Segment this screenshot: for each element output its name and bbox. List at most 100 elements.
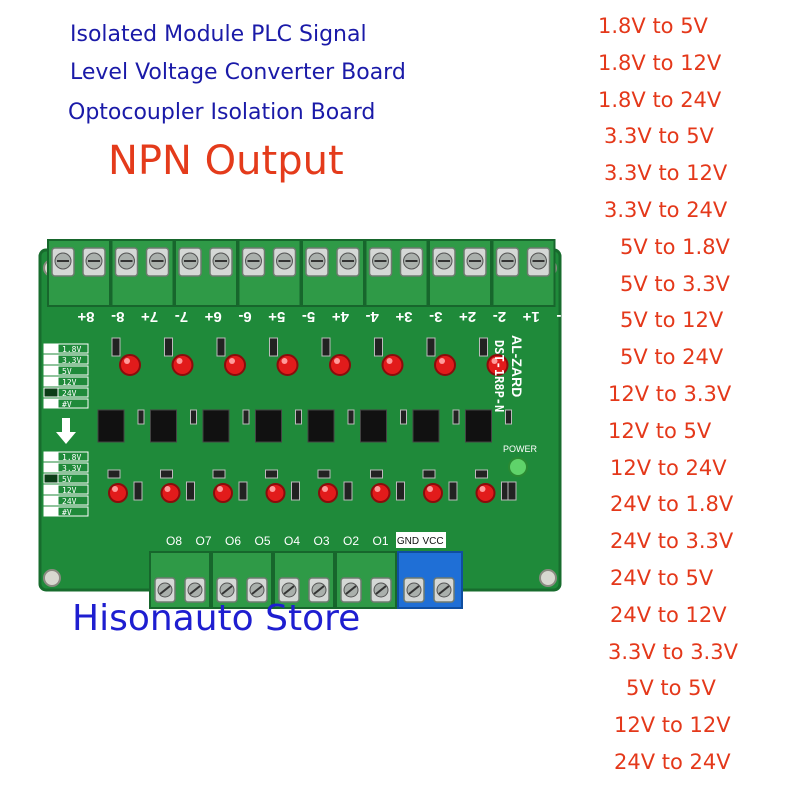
resistor (242, 409, 250, 425)
power-label-bg (396, 532, 446, 548)
resistor (269, 337, 278, 357)
red-led (329, 354, 351, 376)
resistor (396, 481, 405, 501)
red-led (423, 483, 443, 503)
resistor (374, 337, 383, 357)
input-label: 1+ (522, 308, 539, 325)
resistor (186, 481, 195, 501)
selector-box (43, 506, 59, 517)
input-label: 1- (556, 308, 569, 325)
optocoupler (202, 409, 230, 443)
resistor (212, 469, 226, 479)
output-label: O6 (225, 534, 241, 548)
output-label: O3 (313, 534, 329, 548)
conversion-item: 12V to 24V (610, 455, 727, 480)
selector-label-box (57, 506, 89, 517)
selector-label-box (57, 398, 89, 409)
resistor (347, 409, 355, 425)
selector-label: 1.8V (62, 453, 81, 462)
selector-label-box (57, 354, 89, 365)
red-led (265, 483, 286, 503)
red-led (171, 354, 194, 376)
selector-label: #V (62, 400, 72, 409)
resistor (479, 337, 488, 357)
down-arrow-icon (56, 418, 76, 444)
selector-box (43, 387, 59, 398)
conversion-item: 3.3V to 24V (604, 198, 728, 222)
power-label: POWER (503, 444, 538, 454)
led-glint (217, 486, 223, 492)
selector-label-box (57, 484, 89, 495)
input-label: 4+ (332, 308, 349, 325)
selector-label: #V (62, 508, 72, 517)
selector-box (43, 376, 59, 387)
conversion-item: 24V to 12V (610, 602, 727, 627)
conversion-item: 5V to 24V (620, 345, 724, 370)
selector-label-box (57, 387, 89, 398)
selector-label: 1.8V (62, 345, 81, 354)
led-glint (164, 486, 171, 492)
store-name: Hisonauto Store (72, 598, 361, 639)
selector-label: 5V (62, 475, 72, 484)
conversion-item: 1.8V to 5V (598, 14, 708, 38)
input-label: 8- (111, 308, 124, 325)
output-label: O4 (284, 534, 300, 548)
selector-label: 3.3V (62, 356, 81, 365)
input-label: 5+ (268, 308, 285, 325)
resistor (265, 469, 278, 479)
red-led (318, 483, 338, 503)
screw-slot (438, 585, 450, 595)
optocoupler (97, 409, 125, 443)
resistor (507, 481, 517, 501)
resistor (216, 337, 226, 357)
input-label: 4- (366, 308, 379, 325)
screw-slot (221, 585, 233, 595)
power-terminal-label: GND (397, 536, 419, 547)
optocoupler (150, 409, 177, 443)
optocoupler (465, 409, 492, 443)
led-glint (281, 358, 288, 364)
input-label: 6+ (204, 308, 221, 325)
screw-slot (408, 585, 420, 595)
selector-label: 3.3V (62, 464, 81, 473)
selector-label-box (57, 365, 89, 376)
selector-box (43, 398, 59, 409)
conversion-item: 5V to 5V (626, 676, 716, 701)
red-led (160, 483, 181, 503)
red-led (381, 354, 404, 376)
selector-box (43, 343, 59, 354)
components (97, 337, 517, 503)
red-led (224, 354, 246, 376)
brand-label: AL-ZARD (509, 335, 525, 397)
led-glint (176, 358, 183, 364)
conversion-item: 5V to 1.8V (620, 234, 730, 259)
selector-label: 12V (62, 378, 77, 387)
selector-box (43, 462, 59, 473)
screw-slot (345, 585, 357, 595)
input-label: 2+ (459, 308, 476, 325)
conversion-item: 1.8V to 24V (598, 87, 722, 112)
resistor (137, 409, 145, 425)
selector-label: 24V (62, 497, 77, 506)
conversion-item: 24V to 5V (610, 566, 714, 590)
conversion-item: 12V to 5V (608, 418, 712, 443)
output-label: O2 (343, 534, 359, 548)
selector-box (43, 473, 59, 484)
selector-label-box (57, 462, 89, 473)
resistor (164, 337, 173, 357)
conversion-item: 5V to 12V (620, 308, 724, 333)
selector-label-box (57, 495, 89, 506)
resistor (475, 469, 488, 479)
power-terminal-label: VCC (422, 536, 443, 547)
red-led (276, 354, 299, 376)
led-glint (334, 358, 340, 364)
optocoupler (255, 409, 282, 443)
input-terminal-block (47, 239, 556, 307)
screw-slot (251, 585, 263, 595)
resistor (426, 337, 436, 357)
conversion-item: 3.3V to 3.3V (608, 639, 738, 664)
red-led (370, 483, 391, 503)
title-line-2: Level Voltage Converter Board (70, 60, 406, 85)
resistor (238, 481, 248, 501)
